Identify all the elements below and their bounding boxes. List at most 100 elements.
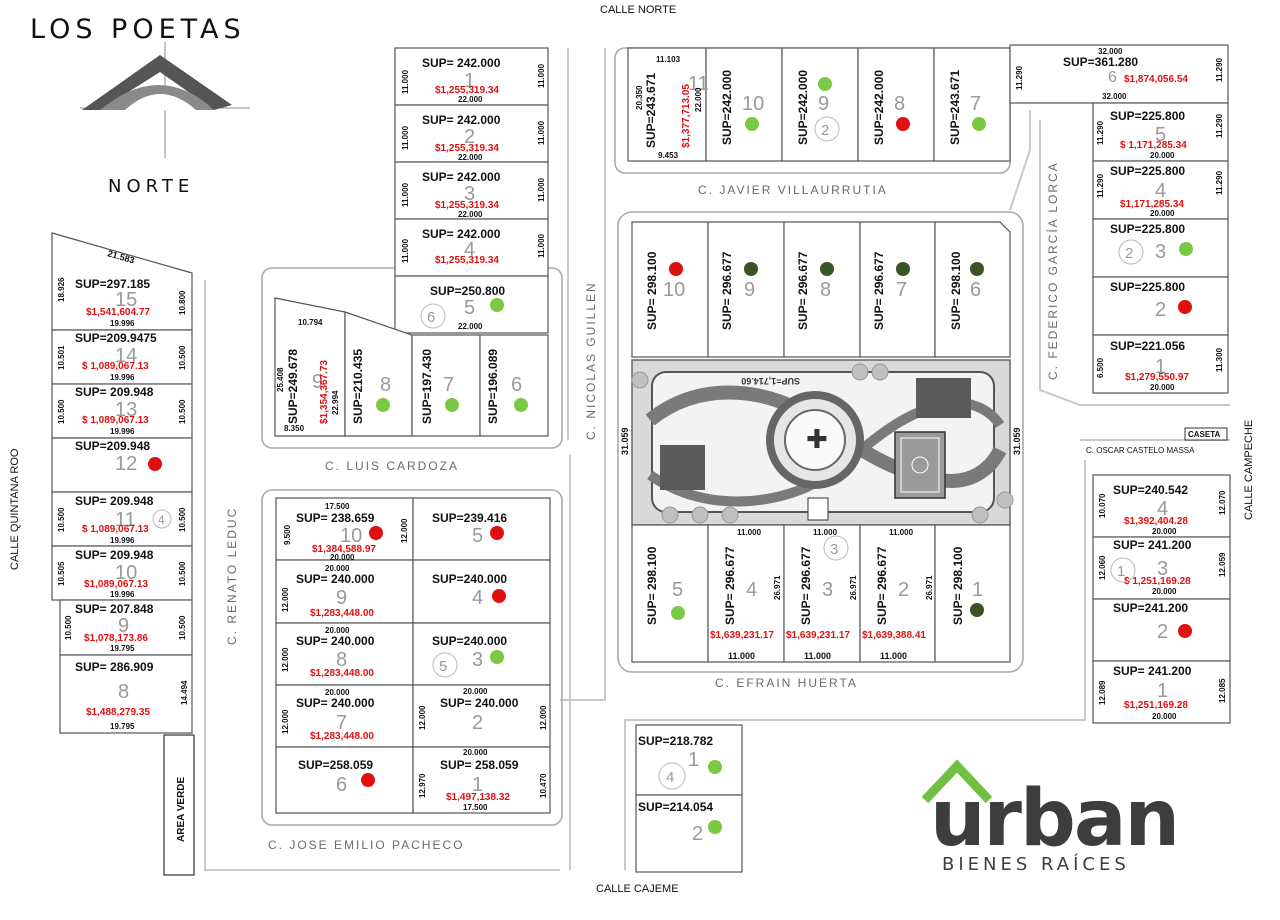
lot-dim: 11.000 [537,63,546,88]
lot-b5-6[interactable] [275,746,414,814]
lot-pb-1[interactable] [934,524,1011,663]
court-icon [894,431,946,499]
lot-dim: 32.000 [1098,47,1123,56]
block-marker [1118,239,1144,265]
street-castelo-massa: C. OSCAR CASTELO MASSA [1086,446,1195,455]
lot-pt-7[interactable] [859,221,936,358]
lot-price: $1,089,067.13 [84,579,148,590]
lot-sup: SUP= 241.200 [1113,664,1192,678]
lot-number: 1 [972,579,983,601]
lot-b6-6[interactable] [479,334,549,437]
lot-pt-10[interactable] [631,221,709,358]
lot-b5-2[interactable] [412,684,551,748]
lot-pt-8[interactable] [783,221,861,358]
lot-price: $1,283,448.00 [310,608,374,619]
svg-text:3: 3 [830,541,838,558]
lot-price: $1,639,231.17 [786,630,850,641]
lot-price: $1,639,388.41 [862,630,926,641]
block-marker [432,652,458,678]
block-park-top: 10 SUP= 298.100 9 SUP= 296.677 8 SUP= 29… [617,211,1024,673]
park-dim: 31.059 [620,427,630,455]
lot-sup: SUP= 298.100 [645,251,659,330]
lot-ne-4[interactable] [1092,160,1229,220]
lot-bt-7[interactable] [933,47,1011,162]
street-emilio-pacheco: C. JOSE EMILIO PACHECO [268,838,464,852]
lot-se-4[interactable] [1092,474,1231,538]
lot-b5-1[interactable] [412,746,551,814]
lot-b6-2[interactable] [394,104,549,163]
lot-dim: 25.408 [276,367,285,392]
lot-sup: SUP=242.000 [872,70,886,145]
lot-west-10[interactable] [51,545,193,601]
lot-b6-1[interactable] [394,47,549,106]
lot-b5-8[interactable] [275,622,414,686]
lot-dim: 19.795 [110,722,135,731]
lot-pb-5[interactable] [631,524,709,663]
lot-sup: SUP= 209.948 [75,385,154,399]
lot-sup: SUP=361.280 [1063,55,1138,69]
lot-pb-3[interactable] [783,524,861,663]
status-dot-available [490,298,504,312]
status-dot-available [514,398,528,412]
lot-sup: SUP= 240.000 [296,572,375,586]
lot-dim: 18.926 [57,277,66,302]
block-marker [823,535,849,561]
lot-b6-4[interactable] [394,218,549,277]
lot-se-1[interactable] [1092,660,1231,724]
lot-number: 8 [820,279,831,301]
lot-ne-5[interactable] [1092,102,1229,162]
lot-ne-1[interactable] [1092,334,1229,394]
lot-ne-2[interactable] [1092,276,1229,336]
lot-west-12[interactable] [51,437,193,493]
lot-ne-3[interactable] [1092,218,1229,278]
lot-ne-6[interactable] [1009,44,1229,104]
lot-sup: SUP= 298.100 [949,251,963,330]
lot-dim: 11.300 [1215,347,1224,372]
lot-sup: SUP= 241.200 [1113,538,1192,552]
lot-west-14[interactable] [51,329,193,385]
lot-sup: SUP=196.089 [486,349,500,424]
lot-dim: 11.290 [1215,113,1224,138]
lot-sup: SUP=225.800 [1110,164,1185,178]
lot-pt-9[interactable] [707,221,785,358]
lot-b6-7[interactable] [411,334,481,437]
lot-price: $1,377,713.05 [681,84,692,148]
park-dim: 31.059 [1012,427,1022,455]
svg-text:4: 4 [666,769,674,786]
lot-pb-4[interactable] [707,524,785,663]
lot-pt-6[interactable] [934,221,1011,358]
lot-sup: SUP= 242.000 [422,113,501,127]
lot-bt-10[interactable] [705,47,783,162]
lot-dim: 11.000 [537,120,546,145]
lot-bt-11[interactable] [627,47,707,162]
lot-sup: SUP= 242.000 [422,56,501,70]
lot-price: $1,255,319.34 [435,255,499,266]
lot-b4-1[interactable] [635,724,743,796]
lot-sup: SUP=221.056 [1110,339,1185,353]
lot-b5-5[interactable] [412,497,551,561]
lot-b6-5[interactable] [394,275,549,334]
lot-pb-2[interactable] [859,524,936,663]
lot-price: $1,279,550.97 [1125,372,1189,383]
lot-west-11[interactable] [51,491,193,547]
status-dot-sold [669,262,683,276]
lot-sup: SUP=243.671 [644,73,658,148]
lot-dim: 19.996 [110,319,135,328]
lot-b5-7[interactable] [275,684,414,748]
lot-west-8[interactable] [59,654,193,734]
lot-west-9[interactable] [59,599,193,656]
lot-sup: SUP=243.671 [948,70,962,145]
lot-b6-3[interactable] [394,161,549,220]
block-marker [420,303,446,329]
lot-b4-2[interactable] [635,794,743,873]
lot-dim: 11.000 [804,651,831,661]
lot-se-2[interactable] [1092,598,1231,662]
lot-b5-4[interactable] [412,559,551,624]
lot-b5-10[interactable] [275,497,414,561]
lot-dim: 20.000 [1152,527,1177,536]
lot-dim: 12.085 [1218,678,1227,703]
lot-west-13[interactable] [51,383,193,439]
lot-dim: 20.000 [325,626,350,635]
lot-bt-8[interactable] [857,47,935,162]
